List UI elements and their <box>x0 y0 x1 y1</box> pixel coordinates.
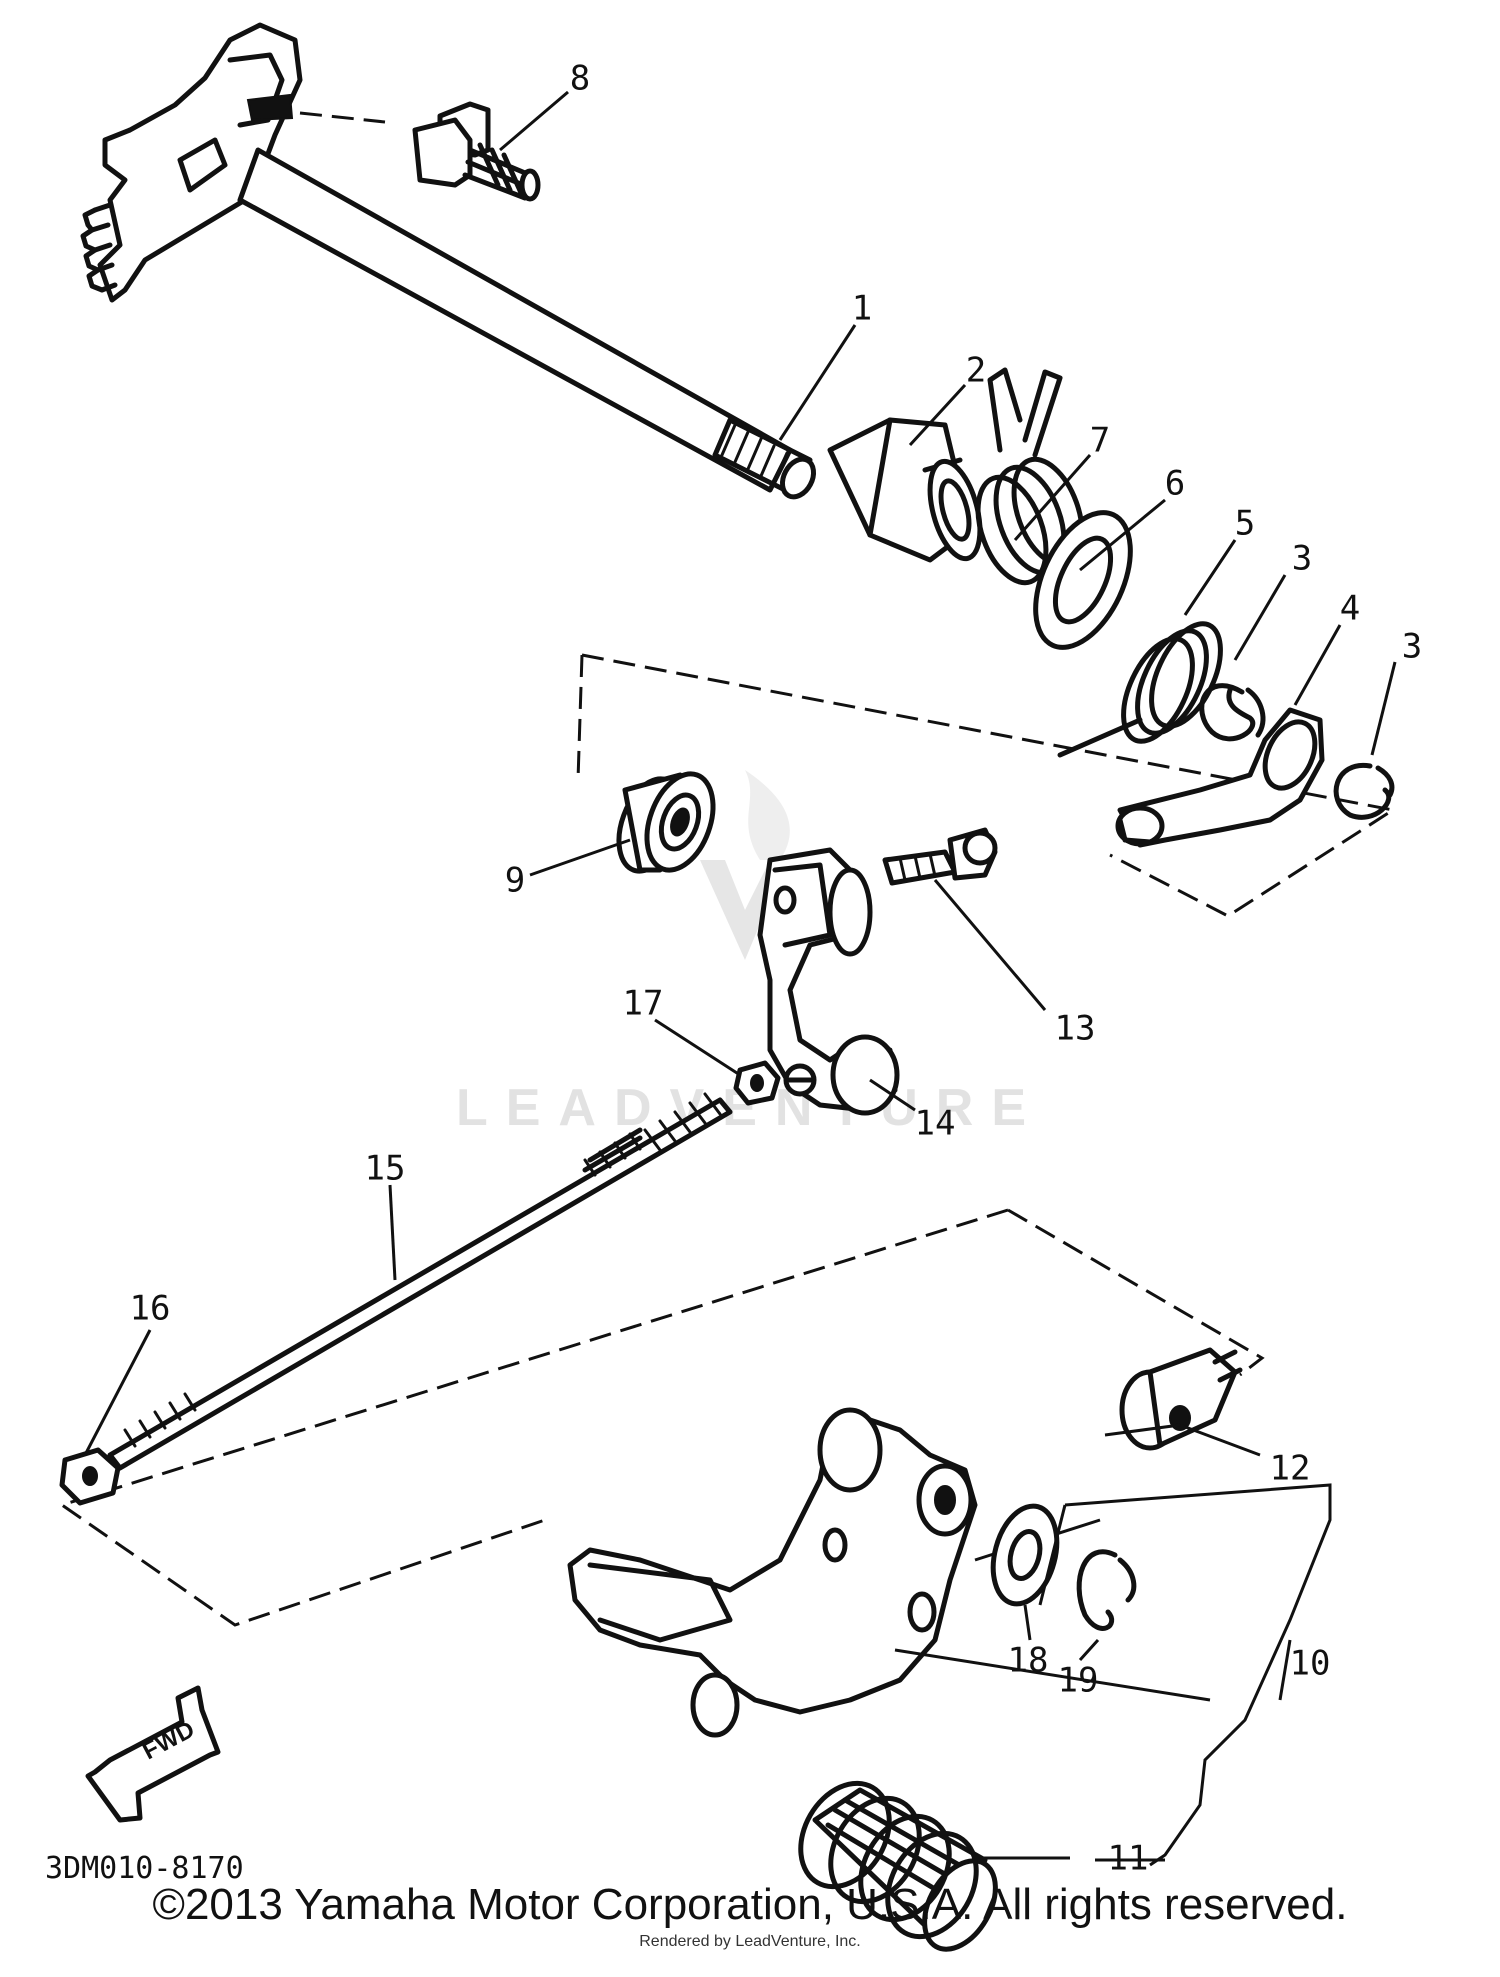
render-credit: Rendered by LeadVenture, Inc. <box>639 1933 861 1950</box>
callout-7: 7 <box>1090 421 1110 461</box>
rod-end-part-12 <box>1119 1347 1243 1451</box>
callout-16: 16 <box>130 1289 171 1329</box>
forward-arrow-icon: FWD <box>85 1685 221 1823</box>
watermark-flame-icon <box>745 770 790 860</box>
callout-15: 15 <box>365 1149 406 1189</box>
callout-8: 8 <box>570 59 590 99</box>
drawing-code: 3DM010-8170 <box>45 1851 244 1886</box>
callout-13: 13 <box>1055 1009 1096 1049</box>
pedal-rubber-part-11 <box>798 1780 998 1952</box>
callout-11: 11 <box>1108 1839 1149 1879</box>
copyright-notice: ©2013 Yamaha Motor Corporation, U.S.A. A… <box>152 1880 1348 1929</box>
bolt-part-13 <box>882 827 998 886</box>
collar-part-2 <box>827 417 983 563</box>
bolt-part-8 <box>412 101 541 202</box>
callout-14: 14 <box>915 1104 956 1144</box>
shift-rod-part-15 <box>107 1092 733 1471</box>
callout-6: 6 <box>1165 464 1185 504</box>
callout-4: 4 <box>1340 589 1360 629</box>
nut-part-16 <box>59 1447 121 1506</box>
callout-labels: 1 2 3 3 4 5 6 7 8 9 10 11 12 13 14 15 16… <box>130 59 1423 1879</box>
callout-1: 1 <box>852 289 872 329</box>
callout-9: 9 <box>505 861 525 901</box>
bearing-part-9 <box>616 771 716 874</box>
callout-12: 12 <box>1270 1449 1311 1489</box>
callout-3-upper: 3 <box>1292 539 1312 579</box>
callout-17: 17 <box>623 984 664 1024</box>
callout-18: 18 <box>1008 1641 1049 1681</box>
leader-lines <box>83 90 1397 1867</box>
washer-part-18 <box>990 1503 1060 1607</box>
circlip-part-3-lower <box>1333 762 1395 820</box>
shift-arm-part-4 <box>1115 707 1325 848</box>
shift-shaft-part-1 <box>80 22 817 500</box>
callout-5: 5 <box>1235 504 1255 544</box>
nut-part-17 <box>733 1060 781 1106</box>
callout-2: 2 <box>966 351 986 391</box>
circlip-part-19 <box>1076 1549 1137 1631</box>
callout-19: 19 <box>1058 1661 1099 1701</box>
callout-10: 10 <box>1290 1644 1331 1684</box>
shift-pedal-part-10 <box>567 1407 978 1738</box>
circlip-part-3-upper <box>1199 683 1266 742</box>
lever-part-14 <box>757 847 900 1116</box>
callout-3-lower: 3 <box>1402 627 1422 667</box>
